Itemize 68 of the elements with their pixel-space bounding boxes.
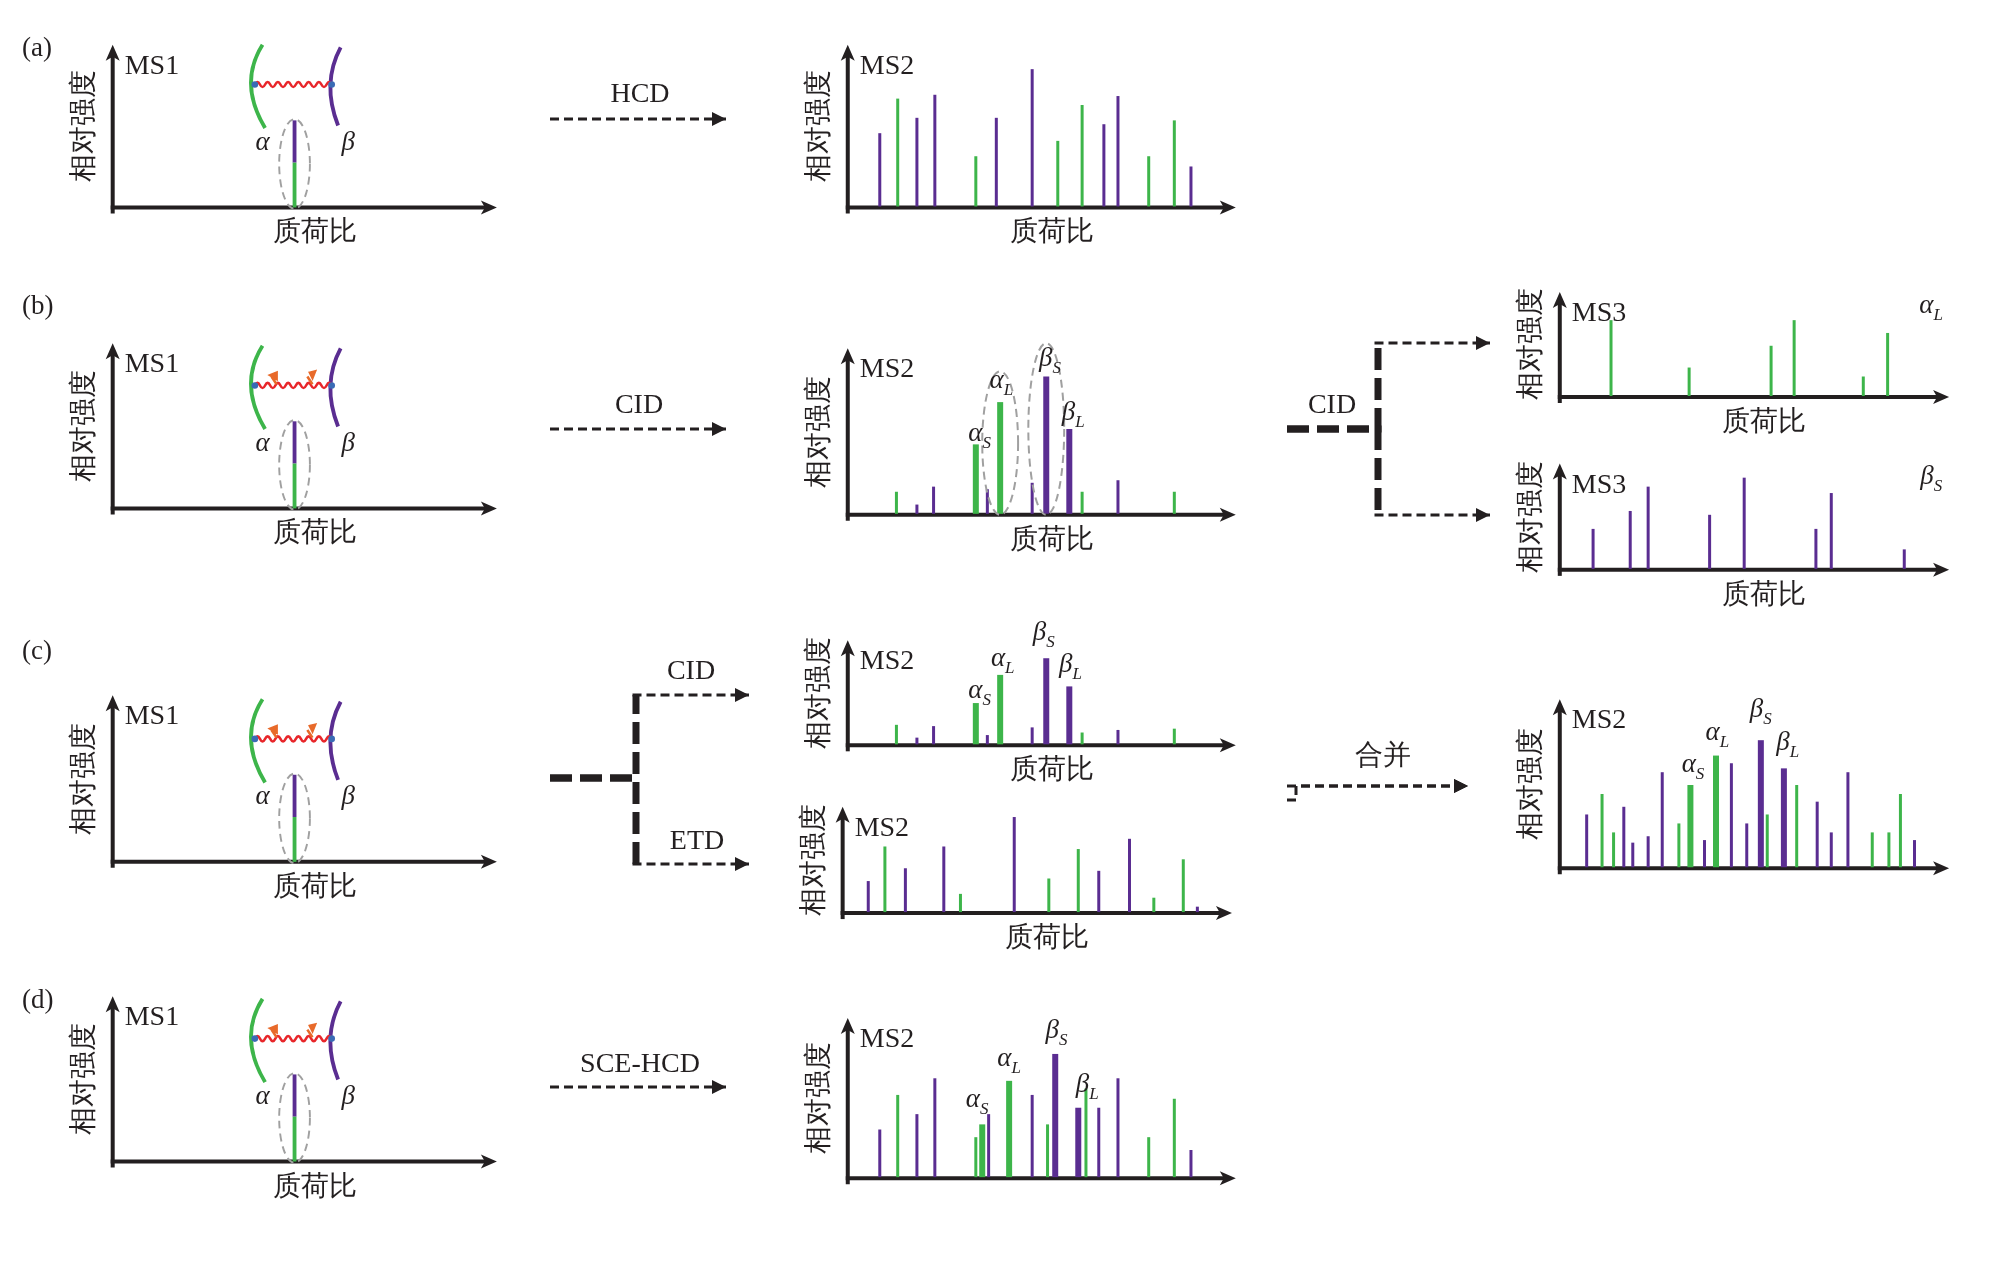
axis-label: 相对强度 xyxy=(803,70,832,183)
peak-label: β$_{L}$ xyxy=(1061,397,1085,430)
axis-label: 相对强度 xyxy=(803,636,832,749)
arrow xyxy=(550,112,726,126)
spectrum-title: MS2 xyxy=(859,1024,915,1053)
peak-label: α$_{L}$ xyxy=(990,643,1015,676)
axis-label: 质荷比 xyxy=(1005,923,1090,952)
axis-label: 质荷比 xyxy=(1009,217,1094,246)
axis-label: 质荷比 xyxy=(1009,524,1094,553)
peak-label: α$_{S}$ xyxy=(968,419,991,452)
axis-label: 相对强度 xyxy=(803,1042,832,1155)
peak-label: β$_{S}$ xyxy=(1032,618,1055,650)
axis-label: 相对强度 xyxy=(68,369,97,482)
peak-label: α xyxy=(255,428,270,456)
peak-label: β$_{S}$ xyxy=(1045,1016,1068,1048)
spectrum-title: MS2 xyxy=(1571,705,1627,734)
spectrum-title: MS1 xyxy=(124,1002,180,1031)
arrow xyxy=(1287,779,1468,802)
axis-label: 质荷比 xyxy=(1009,755,1094,784)
axis-label: 质荷比 xyxy=(272,518,357,547)
peak-label: α$_{S}$ xyxy=(965,1085,989,1117)
axis-label: 相对强度 xyxy=(1515,288,1544,401)
peak-label: β$_{S}$ xyxy=(1039,344,1062,376)
spectrum-title: MS1 xyxy=(124,349,180,378)
panel-label: (a) xyxy=(22,34,52,61)
peak-label: β$_{L}$ xyxy=(1776,728,1800,760)
peak-label: β$_{L}$ xyxy=(1059,650,1083,682)
peak-label: β xyxy=(341,781,356,809)
arrow xyxy=(550,1080,726,1094)
axis-label: 相对强度 xyxy=(1515,727,1544,840)
panel-label: (d) xyxy=(22,986,54,1013)
axis-label: 质荷比 xyxy=(272,1171,357,1200)
panel-label: (c) xyxy=(22,637,52,664)
arrow xyxy=(550,422,726,436)
axis-label: 质荷比 xyxy=(272,217,357,246)
spectrum-title: MS1 xyxy=(124,50,180,79)
axis-label: 相对强度 xyxy=(68,70,97,183)
spectrum-title: MS2 xyxy=(854,812,910,841)
axis-label: 质荷比 xyxy=(272,871,357,900)
peak-label: β xyxy=(341,428,356,456)
peak-label: α xyxy=(255,127,270,155)
axis-label: 相对强度 xyxy=(68,1022,97,1135)
peak-label: α$_{L}$ xyxy=(1705,718,1730,750)
peak-label: α$_{L}$ xyxy=(989,365,1014,398)
peak-label: α$_{S}$ xyxy=(1681,750,1705,782)
peak-label: β$_{S}$ xyxy=(1749,695,1772,727)
axis-label: 相对强度 xyxy=(1515,460,1544,573)
peak-label: α$_{L}$ xyxy=(997,1044,1021,1077)
axis-label: 相对强度 xyxy=(798,803,827,916)
peak-label: β xyxy=(341,1081,356,1109)
spectrum-title: MS2 xyxy=(859,646,915,675)
peak-label: α$_{L}$ xyxy=(1919,291,1943,324)
panel-label: (b) xyxy=(22,292,54,319)
spectrum-title: MS2 xyxy=(859,354,915,383)
spectrum-title: MS3 xyxy=(1571,297,1627,326)
spectrum-title: MS1 xyxy=(124,701,180,730)
axis-label: 质荷比 xyxy=(1722,407,1807,435)
peak-label: β xyxy=(341,127,356,155)
axis-label: 相对强度 xyxy=(68,722,97,835)
peak-label: β$_{L}$ xyxy=(1075,1070,1099,1102)
axis-label: 质荷比 xyxy=(1722,579,1807,608)
axis-label: 相对强度 xyxy=(803,375,832,488)
spectrum-title: MS2 xyxy=(859,50,915,79)
peak-label: β$_{S}$ xyxy=(1920,461,1943,494)
peak-label: α xyxy=(255,781,270,809)
peak-label: α$_{S}$ xyxy=(968,675,991,708)
peak-label: α xyxy=(255,1081,270,1109)
spectrum-title: MS3 xyxy=(1571,469,1627,498)
